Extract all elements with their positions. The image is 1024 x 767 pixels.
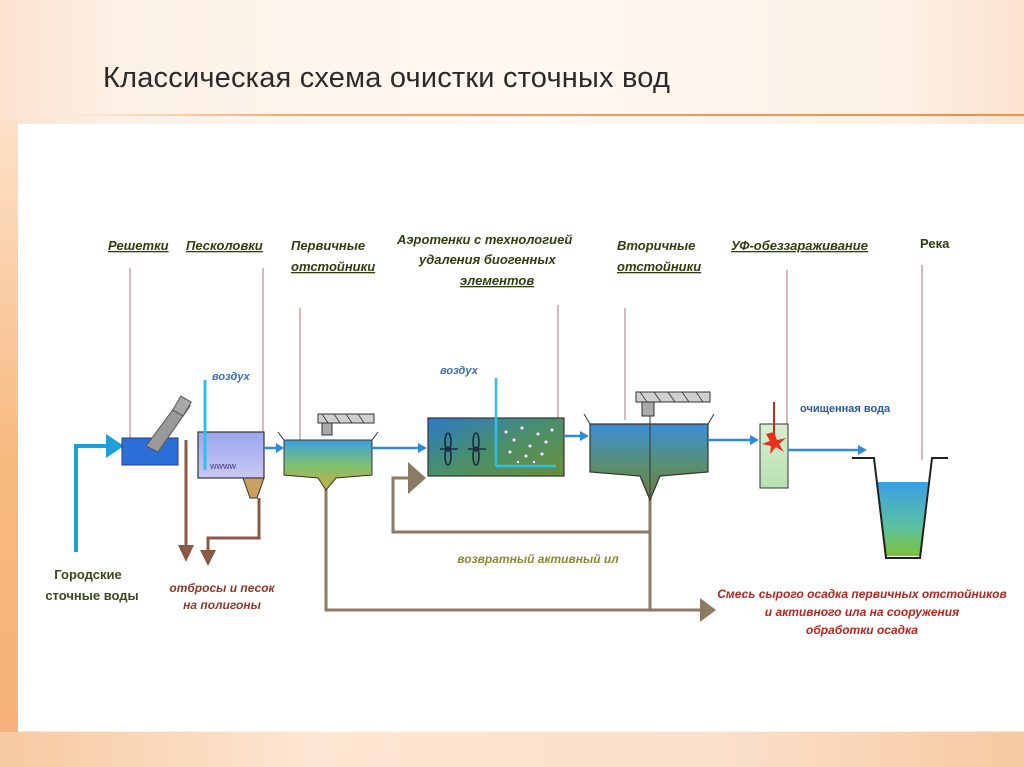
label-waste-2: на полигоны [183, 598, 261, 612]
label-clean-water: очищенная вода [800, 403, 891, 415]
label-air-1: воздух [212, 371, 251, 383]
flow-arrow-2 [418, 443, 427, 453]
secondary-clarifier [589, 423, 709, 502]
leader-lines [129, 265, 923, 460]
label-aero-1: Аэротенки с технологией [396, 232, 572, 247]
label-primary-2: отстойники [291, 259, 375, 274]
river-water [876, 482, 928, 556]
secondary-bridge [635, 391, 711, 403]
label-primary-1: Первичные [291, 238, 365, 253]
grit-hopper [242, 477, 265, 499]
label-return-sludge: возвратный активный ил [457, 552, 619, 566]
label-mix-2: и активного ила на сооружения [765, 605, 959, 619]
waste-arrow-2 [200, 550, 216, 566]
grit-chamber [197, 431, 265, 479]
primary-bridge-truss [321, 413, 365, 424]
flow-arrow-1 [276, 443, 284, 453]
label-waste-1: отбросы и песок [169, 581, 275, 595]
sludge-mix-arrow [700, 598, 716, 622]
title-underline [62, 114, 1024, 116]
label-secondary-1: Вторичные [617, 238, 695, 253]
diffuser-label: wwww [209, 461, 236, 471]
label-mix-3: обработки осадка [806, 623, 918, 637]
label-mix-1: Смесь сырого осадка первичных отстойнико… [717, 587, 1007, 601]
return-sludge-arrow [408, 462, 426, 494]
label-river: Река [920, 236, 950, 251]
flow-arrow-4 [750, 435, 759, 445]
air-bubbles [503, 425, 555, 464]
label-city-2: сточные воды [45, 588, 138, 603]
influent-arrow [106, 434, 124, 458]
flow-arrow-3 [580, 431, 589, 441]
influent-pipe [74, 444, 110, 552]
secondary-bridge-truss [639, 391, 704, 403]
uv-flash [762, 432, 786, 454]
label-city-1: Городские [54, 567, 121, 582]
waste-lines [184, 440, 261, 552]
page-title: Классическая схема очистки сточных вод [103, 62, 671, 94]
screen-rake-head [172, 395, 192, 417]
flow-arrow-5 [858, 445, 867, 455]
river-bank [852, 457, 948, 559]
mixers [440, 432, 486, 466]
bottom-decor-band [0, 732, 1024, 767]
label-air-2: воздух [440, 365, 479, 377]
label-aero-3: элементов [460, 273, 534, 288]
primary-clarifier [283, 439, 373, 491]
primary-drive [321, 422, 333, 436]
left-decor-band [0, 120, 18, 735]
primary-bridge [317, 413, 375, 424]
waste-arrow-1 [178, 545, 194, 562]
label-secondary-2: отстойники [617, 259, 701, 274]
secondary-drive [641, 401, 655, 417]
label-grit: Песколовки [186, 238, 263, 253]
label-uv: УФ-обеззараживание [731, 238, 868, 253]
label-aero-2: удаления биогенных [418, 252, 556, 267]
label-screens: Решетки [108, 238, 169, 253]
sludge-lines [324, 476, 700, 612]
